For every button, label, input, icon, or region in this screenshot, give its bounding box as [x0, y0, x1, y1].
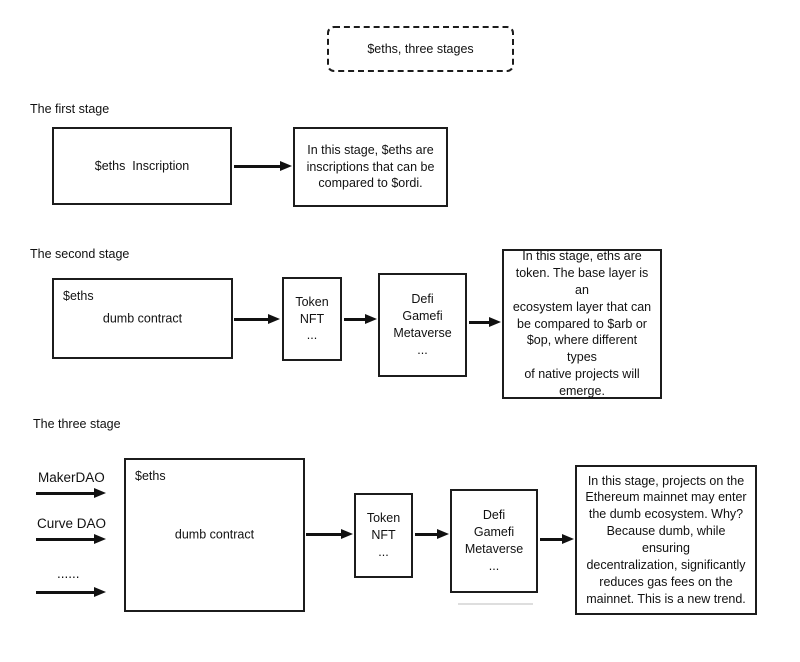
faint-underline	[458, 603, 533, 605]
stage1-arrow	[234, 165, 280, 168]
stage1-inscription-box: $eths Inscription	[52, 127, 232, 205]
stage3-input-arrow-1	[36, 492, 94, 495]
stage3-input-arrow-3	[36, 591, 94, 594]
stage3-input-ellipsis: ......	[57, 566, 80, 581]
stage3-contract-inner: $eths dumb contract	[126, 460, 303, 610]
stage3-desc-text: In this stage, projects on the Ethereum …	[585, 473, 747, 606]
stage2-desc-text: In this stage, eths are token. The base …	[512, 249, 652, 399]
stage3-contract-tag: $eths	[135, 469, 166, 483]
stage2-defi-box: Defi Gamefi Metaverse ...	[378, 273, 467, 377]
stage3-defi-text: Defi Gamefi Metaverse ...	[464, 508, 524, 573]
stage2-token-box: Token NFT ...	[282, 277, 342, 361]
stage2-contract-inner: $eths dumb contract	[54, 280, 231, 357]
stage3-input-arrow-2	[36, 538, 94, 541]
stage2-desc-box: In this stage, eths are token. The base …	[502, 249, 662, 399]
stage2-contract-body: dumb contract	[102, 311, 183, 326]
stage3-desc-box: In this stage, projects on the Ethereum …	[575, 465, 757, 615]
stage1-desc-text: In this stage, $eths are inscriptions th…	[306, 142, 435, 191]
stage2-label: The second stage	[30, 247, 130, 261]
stage3-arrow-1	[306, 533, 341, 536]
stage3-label: The three stage	[33, 417, 121, 431]
stage2-arrow-3	[469, 321, 489, 324]
stage2-contract-tag: $eths	[63, 289, 94, 303]
stage3-arrow-2	[415, 533, 437, 536]
stage2-defi-text: Defi Gamefi Metaverse ...	[393, 292, 452, 357]
stage3-arrow-3	[540, 538, 562, 541]
stage3-contract-body: dumb contract	[174, 527, 255, 542]
stage3-contract-box: $eths dumb contract	[124, 458, 305, 612]
stage2-contract-box: $eths dumb contract	[52, 278, 233, 359]
title-box: $eths, three stages	[327, 26, 514, 72]
stage3-input-makerdao: MakerDAO	[38, 470, 105, 485]
stage3-input-curvedao: Curve DAO	[37, 516, 107, 531]
stage1-label: The first stage	[30, 102, 110, 116]
stage3-token-box: Token NFT ...	[354, 493, 413, 578]
stage2-arrow-1	[234, 318, 268, 321]
stage3-defi-box: Defi Gamefi Metaverse ...	[450, 489, 538, 593]
title-label: $eths, three stages	[367, 41, 474, 56]
stage2-arrow-2	[344, 318, 365, 321]
stage3-token-text: Token NFT ...	[366, 511, 401, 559]
stage1-desc-box: In this stage, $eths are inscriptions th…	[293, 127, 448, 207]
stage2-token-text: Token NFT ...	[295, 294, 329, 343]
stage1-inscription-label: $eths Inscription	[94, 158, 190, 173]
